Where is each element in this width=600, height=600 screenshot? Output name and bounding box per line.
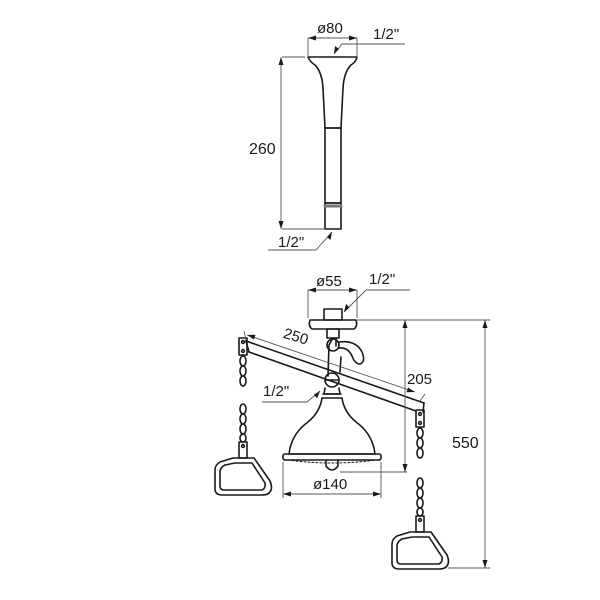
left-handle xyxy=(214,457,273,496)
dim-thread-head: 1/2" xyxy=(263,383,290,400)
dim-total-550: 550 xyxy=(452,435,479,452)
left-chain xyxy=(238,337,248,459)
arm-nut xyxy=(324,372,340,388)
dim-diameter-80: ø80 xyxy=(317,20,343,37)
shower-head xyxy=(282,387,382,471)
dim-thread-bottom: 1/2" xyxy=(278,234,305,251)
trapeze-arm xyxy=(245,340,425,413)
dim-height-260: 260 xyxy=(249,141,276,158)
dim-diameter-140: ø140 xyxy=(313,476,348,493)
dim-diameter-55: ø55 xyxy=(316,273,342,290)
dim-drop-205: 205 xyxy=(407,371,433,388)
dimension-arrows xyxy=(247,35,488,568)
right-handle xyxy=(391,531,450,570)
ceiling-pipe xyxy=(307,56,358,230)
dimension-lines xyxy=(243,37,490,569)
right-chain xyxy=(415,409,425,533)
swivel-joint xyxy=(326,337,365,377)
dim-thread-top: 1/2" xyxy=(373,26,400,43)
ceiling-flange xyxy=(308,308,358,339)
dim-thread-flange: 1/2" xyxy=(369,271,396,288)
